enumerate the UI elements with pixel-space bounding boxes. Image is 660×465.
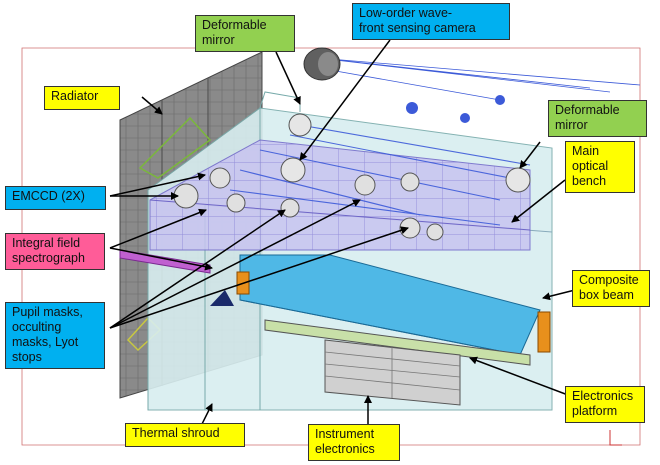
deformable-mirror-right-label: Deformable mirror xyxy=(548,100,647,137)
pupil-masks-label: Pupil masks, occulting masks, Lyot stops xyxy=(5,302,105,369)
instrument-electronics-label: Instrument electronics xyxy=(308,424,400,461)
leader-arrows xyxy=(109,39,576,429)
composite-box-beam xyxy=(210,254,551,356)
thermal-shroud-label: Thermal shroud xyxy=(125,423,245,447)
electronics-platform xyxy=(264,319,531,366)
optical-components xyxy=(173,113,531,241)
lowfs-camera-label: Low-order wave- front sensing camera xyxy=(352,3,510,40)
integral-field-spectrograph-label: Integral field spectrograph xyxy=(5,233,105,270)
instrument-electronics-boxes xyxy=(324,339,461,406)
axis-indicator-icon xyxy=(609,430,622,446)
light-rays xyxy=(229,57,641,226)
main-optical-bench-label: Main optical bench xyxy=(565,141,635,193)
emccd-label: EMCCD (2X) xyxy=(5,186,106,210)
deformable-mirror-top-label: Deformable mirror xyxy=(195,15,295,52)
electronics-platform-label: Electronics platform xyxy=(565,386,645,423)
radiator-label: Radiator xyxy=(44,86,120,110)
lowfs-camera-body xyxy=(303,47,505,123)
spectrograph-tube xyxy=(119,249,211,274)
composite-box-beam-label: Composite box beam xyxy=(572,270,650,307)
